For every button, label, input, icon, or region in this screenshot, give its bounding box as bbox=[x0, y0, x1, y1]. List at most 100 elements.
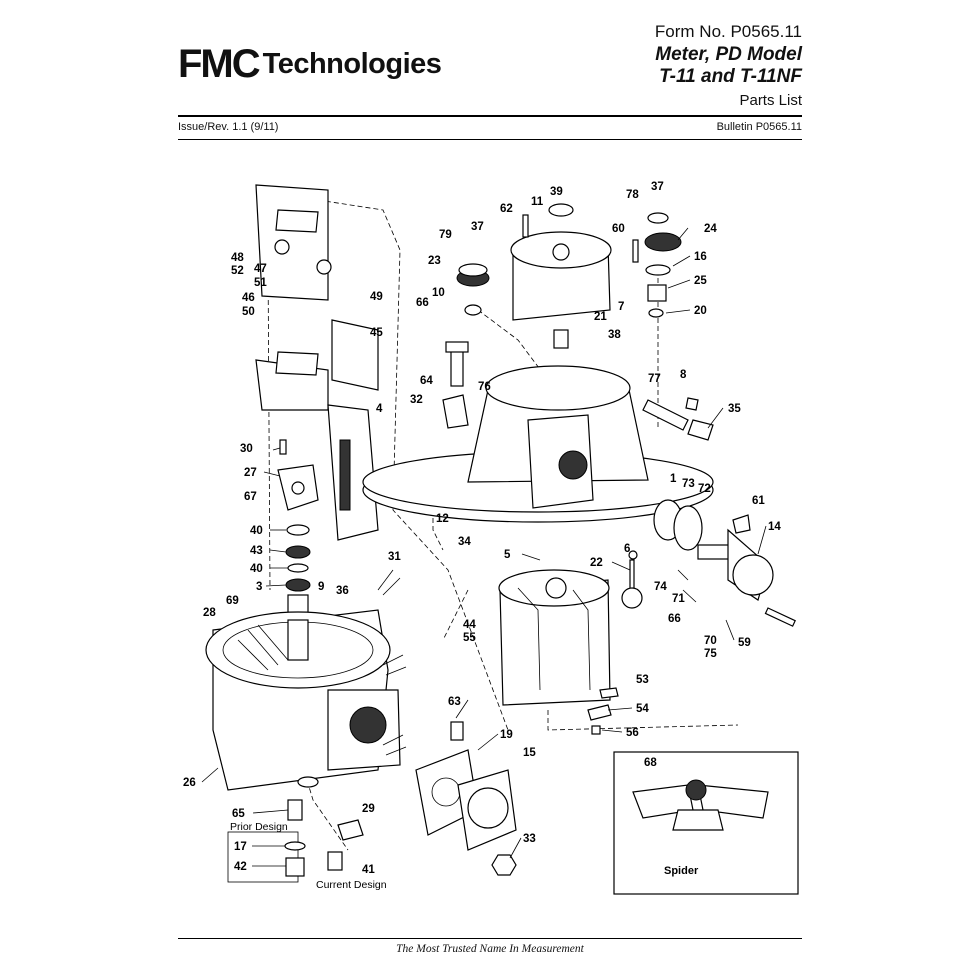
meter-housing bbox=[205, 569, 407, 791]
logo-fmc-text: FMC bbox=[178, 42, 261, 86]
callout-36: 36 bbox=[336, 585, 349, 597]
leader-lines bbox=[201, 227, 767, 867]
callout-15: 15 bbox=[523, 747, 536, 759]
meter-case-body bbox=[362, 341, 714, 523]
callout-25: 25 bbox=[694, 275, 707, 287]
callout-54: 54 bbox=[636, 703, 649, 715]
callout-37b: 37 bbox=[651, 181, 664, 193]
spider-inset bbox=[613, 751, 799, 895]
subheader-rule bbox=[178, 139, 802, 140]
spider-caption: Spider bbox=[664, 865, 699, 877]
callout-67: 67 bbox=[244, 491, 257, 503]
callout-45: 45 bbox=[370, 327, 383, 339]
callout-39: 39 bbox=[550, 186, 563, 198]
callout-51: 51 bbox=[254, 277, 267, 289]
callout-31: 31 bbox=[388, 551, 401, 563]
callout-11: 11 bbox=[531, 196, 544, 208]
callout-40b: 40 bbox=[250, 563, 263, 575]
callout-9: 9 bbox=[318, 581, 324, 593]
callout-75: 75 bbox=[704, 648, 717, 660]
callout-64: 64 bbox=[420, 375, 433, 387]
callout-47: 47 bbox=[254, 263, 267, 275]
callout-30: 30 bbox=[240, 443, 253, 455]
upper-gearbox bbox=[456, 203, 639, 349]
callout-52: 52 bbox=[231, 265, 244, 277]
callout-28: 28 bbox=[203, 607, 216, 619]
callout-55: 55 bbox=[463, 632, 476, 644]
callout-6: 6 bbox=[624, 543, 630, 555]
header-rule bbox=[178, 115, 802, 117]
callout-76: 76 bbox=[478, 381, 491, 393]
callout-7: 7 bbox=[618, 301, 624, 313]
callout-32: 32 bbox=[410, 394, 423, 406]
callout-1: 1 bbox=[670, 473, 677, 485]
bulletin-number: Bulletin P0565.11 bbox=[716, 121, 802, 133]
callout-62: 62 bbox=[500, 203, 513, 215]
document-subtitle: Parts List bbox=[739, 92, 802, 109]
fmc-technologies-logo: FMC Technologies bbox=[178, 42, 442, 86]
callout-59: 59 bbox=[738, 637, 751, 649]
callout-77: 77 bbox=[648, 373, 661, 385]
footer-tagline: The Most Trusted Name In Measurement bbox=[396, 943, 584, 955]
callout-24: 24 bbox=[704, 223, 717, 235]
callout-22: 22 bbox=[590, 557, 603, 569]
callout-63: 63 bbox=[448, 696, 461, 708]
callout-60: 60 bbox=[612, 223, 625, 235]
callout-35: 35 bbox=[728, 403, 741, 415]
callout-20: 20 bbox=[694, 305, 707, 317]
callout-26: 26 bbox=[183, 777, 196, 789]
callout-21: 21 bbox=[594, 311, 607, 323]
callout-50: 50 bbox=[242, 306, 255, 318]
callout-40a: 40 bbox=[250, 525, 263, 537]
callout-79: 79 bbox=[439, 229, 452, 241]
callout-38: 38 bbox=[608, 329, 621, 341]
callout-56: 56 bbox=[626, 727, 639, 739]
callout-10: 10 bbox=[432, 287, 445, 299]
callout-71: 71 bbox=[672, 593, 685, 605]
left-small-parts-stack bbox=[277, 439, 319, 614]
callout-68: 68 bbox=[644, 757, 657, 769]
callout-43: 43 bbox=[250, 545, 263, 557]
callout-72: 72 bbox=[698, 483, 711, 495]
callout-65: 65 bbox=[232, 808, 245, 820]
logo-technologies-text: Technologies bbox=[262, 48, 442, 80]
callout-66a: 66 bbox=[416, 297, 429, 309]
prior-design-caption: Prior Design bbox=[230, 821, 288, 833]
callout-14: 14 bbox=[768, 521, 781, 533]
callout-42: 42 bbox=[234, 861, 247, 873]
callout-12: 12 bbox=[436, 513, 449, 525]
form-number: Form No. P0565.11 bbox=[654, 22, 802, 41]
callout-33: 33 bbox=[523, 833, 536, 845]
callout-69: 69 bbox=[226, 595, 239, 607]
callout-44: 44 bbox=[463, 619, 476, 631]
callout-61: 61 bbox=[752, 495, 765, 507]
callout-4: 4 bbox=[376, 403, 383, 415]
callout-34: 34 bbox=[458, 536, 471, 548]
document-title-line1: Meter, PD Model bbox=[655, 44, 802, 65]
callout-74: 74 bbox=[654, 581, 667, 593]
callout-labels: 48 52 47 51 46 50 49 45 4 30 27 67 40 43… bbox=[183, 181, 781, 876]
lower-right-small-parts bbox=[587, 687, 619, 735]
inlet-flange bbox=[415, 721, 517, 876]
callout-17: 17 bbox=[234, 841, 247, 853]
callout-5: 5 bbox=[504, 549, 511, 561]
right-gear-stack bbox=[644, 212, 682, 318]
right-side-parts bbox=[621, 397, 796, 627]
callout-70: 70 bbox=[704, 635, 717, 647]
callout-48: 48 bbox=[231, 252, 244, 264]
issue-revision: Issue/Rev. 1.1 (9/11) bbox=[178, 121, 279, 133]
callout-29: 29 bbox=[362, 803, 375, 815]
footer-rule bbox=[178, 938, 802, 939]
callout-78: 78 bbox=[626, 189, 639, 201]
exploded-parts-diagram: 48 52 47 51 46 50 49 45 4 30 27 67 40 43… bbox=[183, 181, 799, 895]
callout-73: 73 bbox=[682, 478, 695, 490]
callout-37a: 37 bbox=[471, 221, 484, 233]
callout-46: 46 bbox=[242, 292, 255, 304]
callout-66b: 66 bbox=[668, 613, 681, 625]
callout-23: 23 bbox=[428, 255, 441, 267]
document-title-line2: T-11 and T-11NF bbox=[659, 66, 802, 87]
callout-8: 8 bbox=[680, 369, 687, 381]
rotor-assembly bbox=[498, 569, 611, 706]
callout-19: 19 bbox=[500, 729, 513, 741]
gear-carrier-plates bbox=[255, 184, 379, 541]
